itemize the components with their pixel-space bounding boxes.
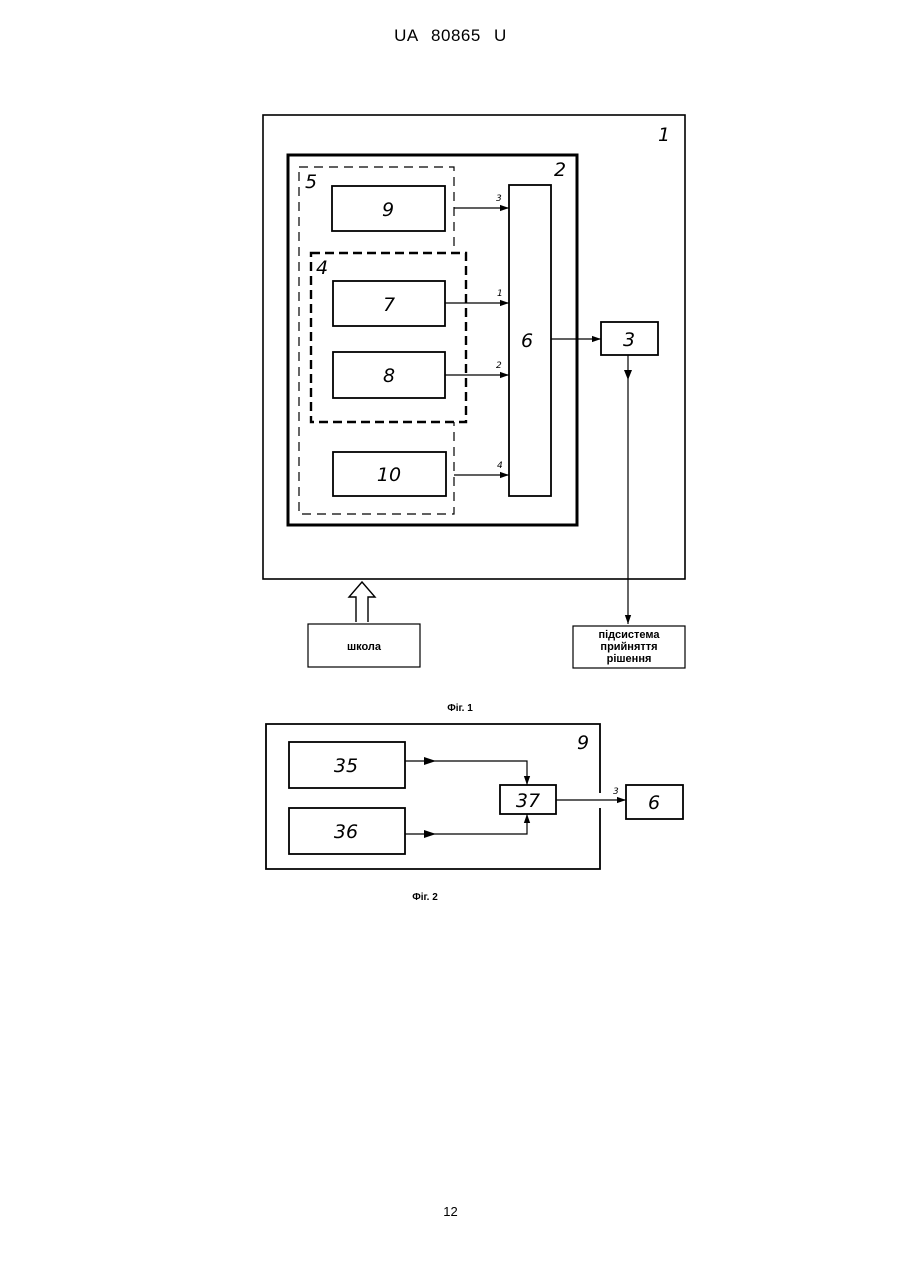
block-9-label: 9 — [382, 199, 394, 221]
block-36-label: 36 — [334, 821, 358, 843]
page-number: 12 — [0, 1204, 901, 1219]
input-4-label: 4 — [497, 461, 503, 471]
block-6-label: 6 — [521, 330, 533, 352]
block-3-label: 3 — [623, 329, 635, 351]
block-10-label: 10 — [377, 464, 401, 486]
output-3-label: 3 — [613, 787, 619, 797]
decision-line-2: прийняття — [600, 641, 657, 653]
fig2-block-6-label: 6 — [648, 792, 660, 814]
fig2-block-9-label: 9 — [577, 732, 589, 754]
block-2-label: 2 — [554, 159, 566, 181]
block-4-label: 4 — [316, 257, 328, 279]
input-2-label: 2 — [496, 361, 502, 371]
block-5-label: 5 — [305, 171, 317, 193]
arrowhead-35 — [424, 757, 436, 765]
school-input-arrow — [349, 582, 375, 622]
decision-line-3: рішення — [607, 653, 652, 665]
figure-2-caption: Фіг. 2 — [412, 892, 438, 903]
input-1-label: 1 — [497, 289, 503, 299]
arrow-36-to-37 — [405, 814, 527, 834]
block-1-label: 1 — [658, 124, 670, 146]
block-7-label: 7 — [383, 294, 395, 316]
arrowhead-36 — [424, 830, 436, 838]
school-box-label: школа — [347, 641, 382, 653]
block-35-label: 35 — [334, 755, 358, 777]
arrow-35-to-37 — [405, 761, 527, 785]
block-37-label: 37 — [516, 790, 540, 812]
block-8-label: 8 — [383, 365, 395, 387]
input-3-label: 3 — [496, 194, 502, 204]
figure-2: 9 35 36 37 3 6 Фіг. 2 — [266, 724, 683, 903]
decision-line-1: підсистема — [598, 629, 660, 641]
figure-1: 1 2 5 4 9 7 8 10 6 3 1 2 4 — [263, 115, 685, 714]
arrowhead-3-down — [624, 370, 632, 380]
figure-1-caption: Фіг. 1 — [447, 703, 473, 714]
